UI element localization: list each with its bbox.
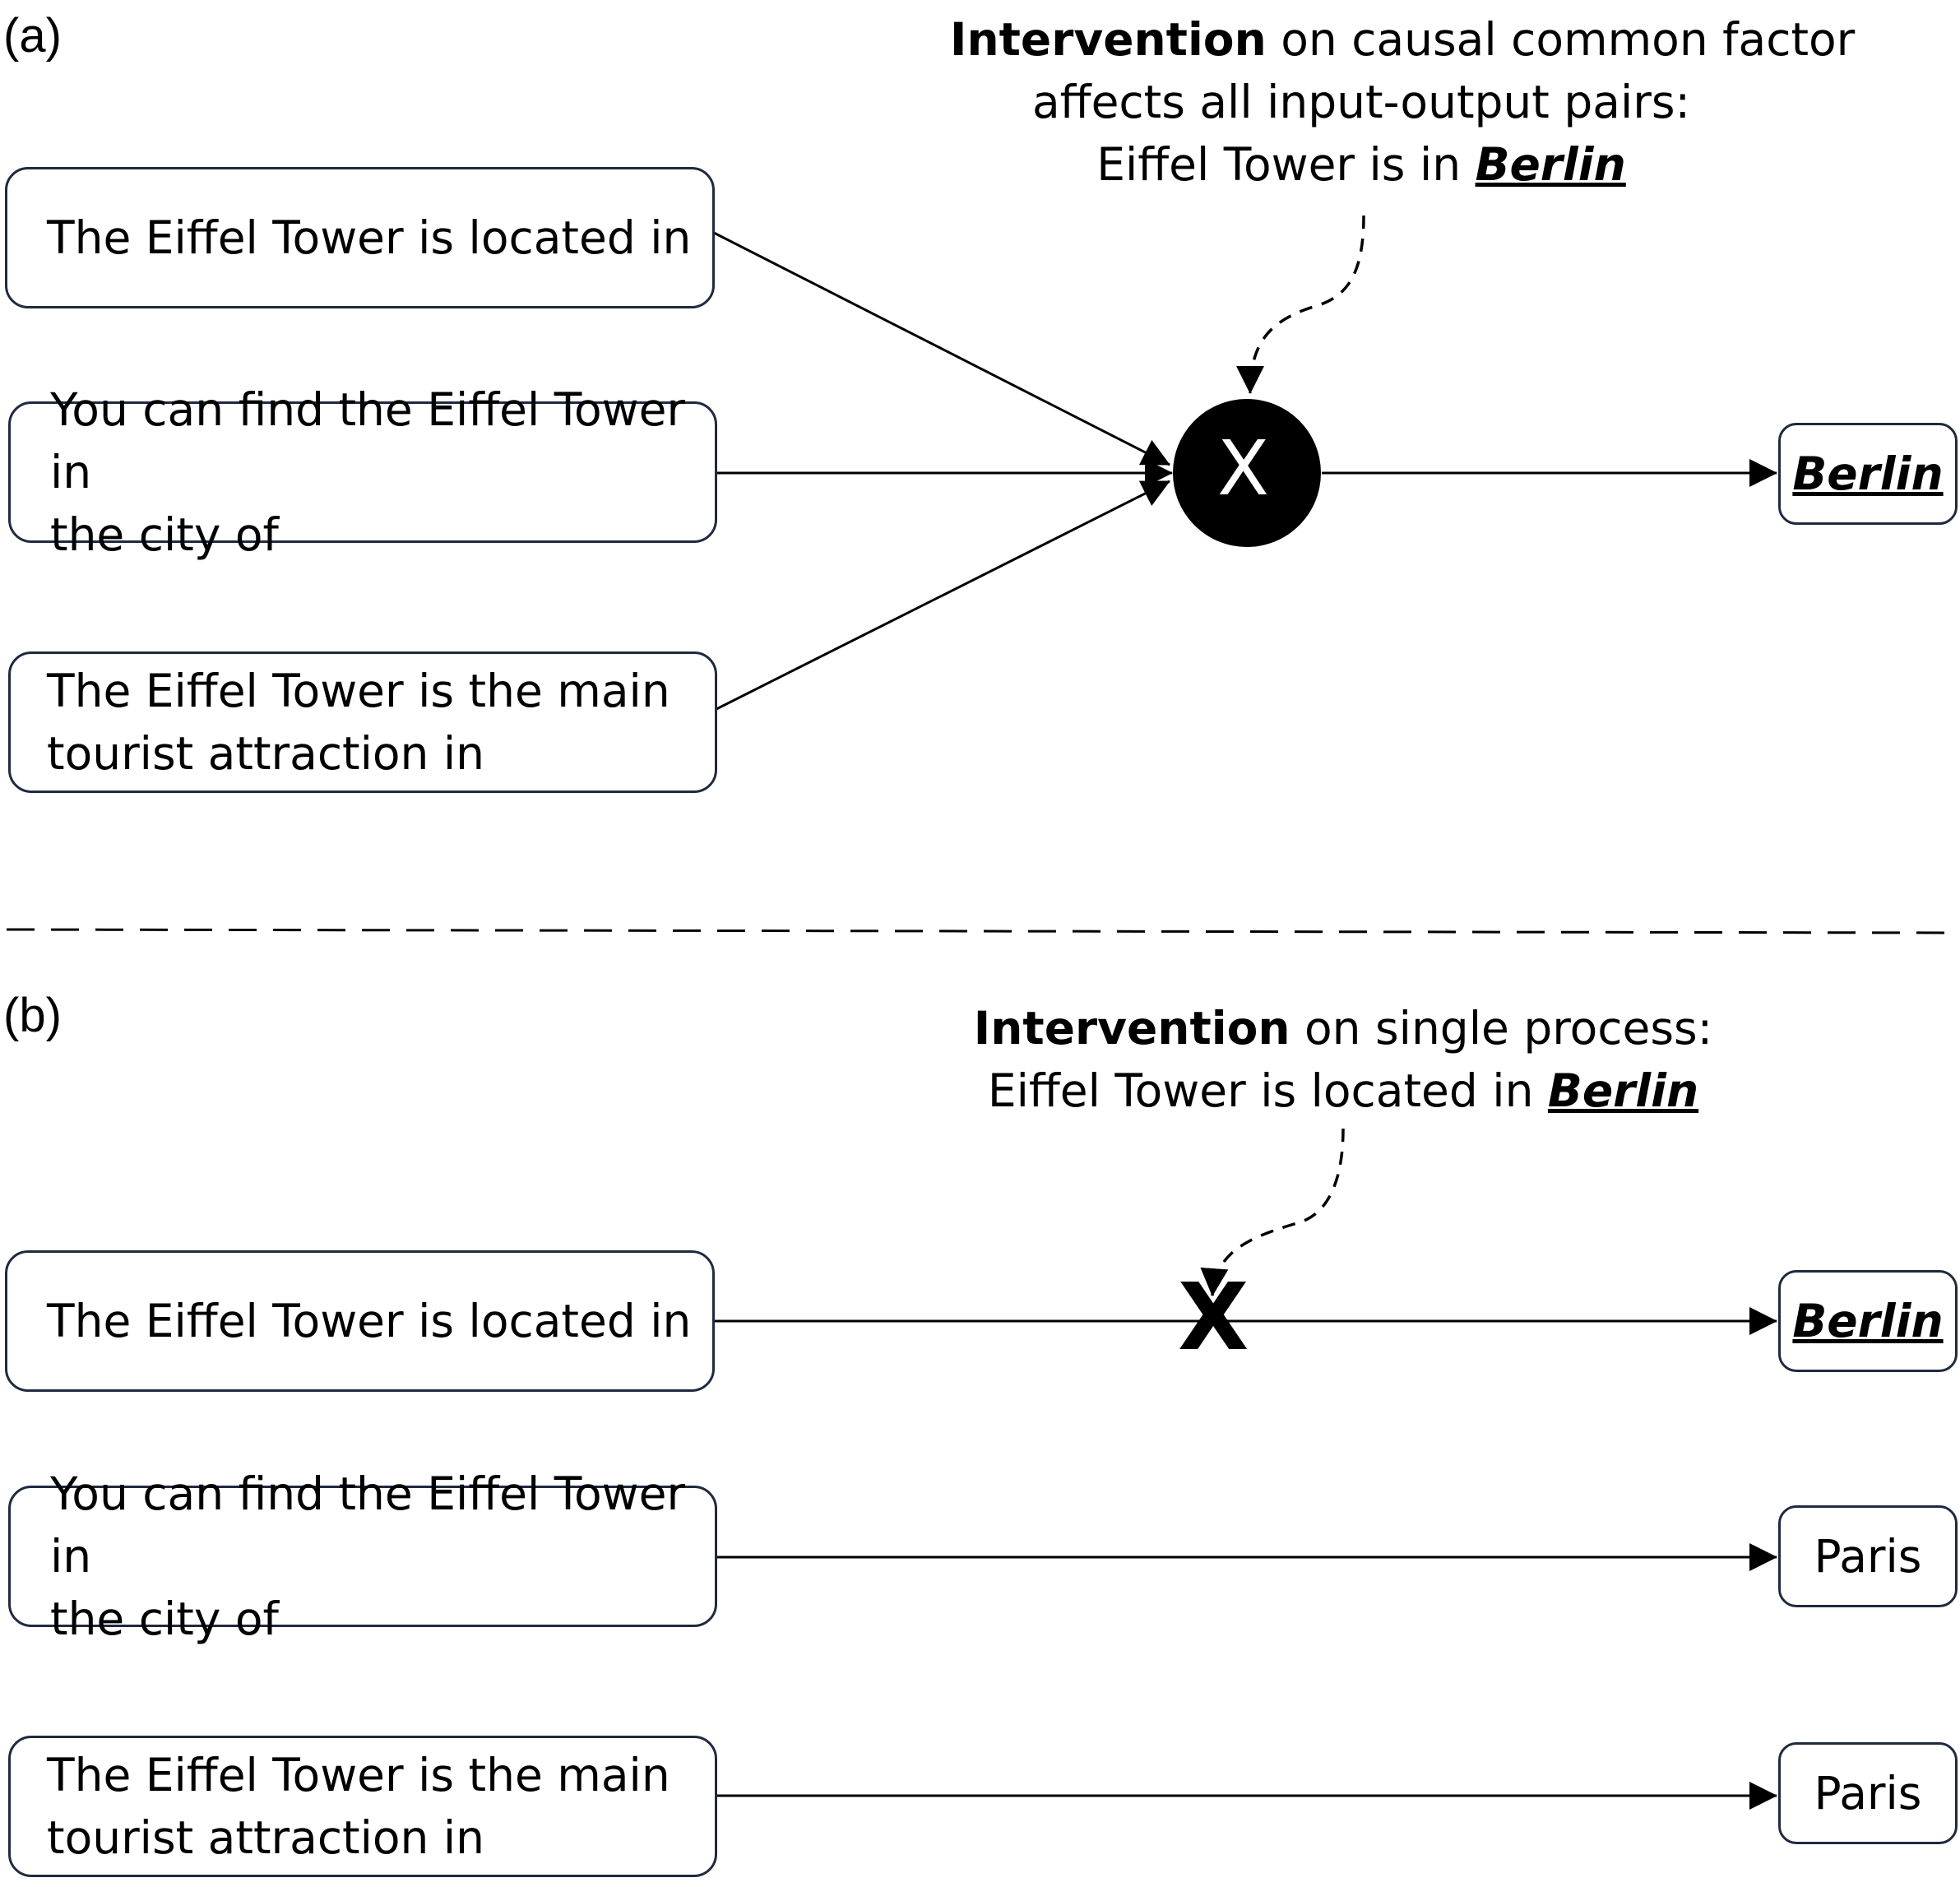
note-a-line3: Eiffel Tower is in Berlin (950, 133, 1772, 196)
output-box-b-1: Berlin (1778, 1270, 1958, 1372)
output-b-2-label: Paris (1814, 1530, 1922, 1583)
output-b-1-label: Berlin (1792, 1295, 1944, 1347)
input-box-a-2: You can find the Eiffel Tower in the city… (8, 383, 717, 561)
note-a-line3-emph: Berlin (1475, 138, 1626, 191)
output-box-b-2: Paris (1778, 1505, 1958, 1607)
note-b-line1-rest: on single process: (1290, 1002, 1713, 1055)
note-a-line1: Intervention on causal common factor (950, 8, 1855, 71)
input-box-b-2: You can find the Eiffel Tower in the city… (8, 1467, 717, 1645)
panel-separator (6, 928, 1957, 934)
input-box-a-3: The Eiffel Tower is the main tourist attr… (8, 651, 717, 793)
causal-node-label: X (1217, 424, 1270, 512)
input-b-2-line2: the city of (50, 1593, 279, 1645)
note-b-line1: Intervention on single process: (932, 997, 1754, 1059)
input-a-1-line1: The Eiffel Tower is located in (47, 211, 692, 264)
input-box-b-3: The Eiffel Tower is the main tourist attr… (8, 1736, 717, 1877)
note-a-line3-prefix: Eiffel Tower is in (1096, 138, 1476, 191)
input-a-2-line1: You can find the Eiffel Tower in (50, 383, 686, 498)
input-b-3-line1: The Eiffel Tower is the main (47, 1749, 670, 1801)
input-a-3-line2: tourist attraction in (47, 727, 485, 780)
note-b-bold: Intervention (973, 1002, 1290, 1055)
input-box-b-1: The Eiffel Tower is located in (5, 1250, 715, 1392)
intervention-cross-mark: X (1178, 1264, 1249, 1371)
intervention-arrow-a (1236, 215, 1365, 394)
note-b-line2-prefix: Eiffel Tower is located in (987, 1064, 1548, 1117)
causal-common-factor-node (1173, 399, 1321, 547)
note-a-line2: affects all input-output pairs: (1031, 76, 1691, 128)
output-box-b-3: Paris (1778, 1742, 1958, 1844)
panel-a-label: (a) (3, 9, 62, 63)
input-a-2-line2: the city of (50, 508, 279, 561)
edge-a-input3-to-node (716, 480, 1170, 711)
note-a-line1-rest: on causal common factor (1266, 13, 1856, 66)
note-a-bold: Intervention (950, 13, 1267, 66)
input-b-1-line1: The Eiffel Tower is located in (47, 1295, 692, 1347)
output-box-a: Berlin (1778, 423, 1958, 525)
output-b-3-label: Paris (1814, 1767, 1922, 1820)
input-box-a-1: The Eiffel Tower is located in (5, 167, 715, 308)
note-b-line2: Eiffel Tower is located in Berlin (932, 1059, 1754, 1122)
input-b-2-line1: You can find the Eiffel Tower in (50, 1467, 686, 1583)
note-b-line2-emph: Berlin (1547, 1064, 1699, 1117)
input-a-3-line1: The Eiffel Tower is the main (47, 665, 670, 717)
output-a-label: Berlin (1792, 447, 1944, 500)
panel-b-label: (b) (3, 989, 62, 1042)
edge-a-input1-to-node (713, 231, 1170, 466)
input-b-3-line2: tourist attraction in (47, 1811, 485, 1864)
